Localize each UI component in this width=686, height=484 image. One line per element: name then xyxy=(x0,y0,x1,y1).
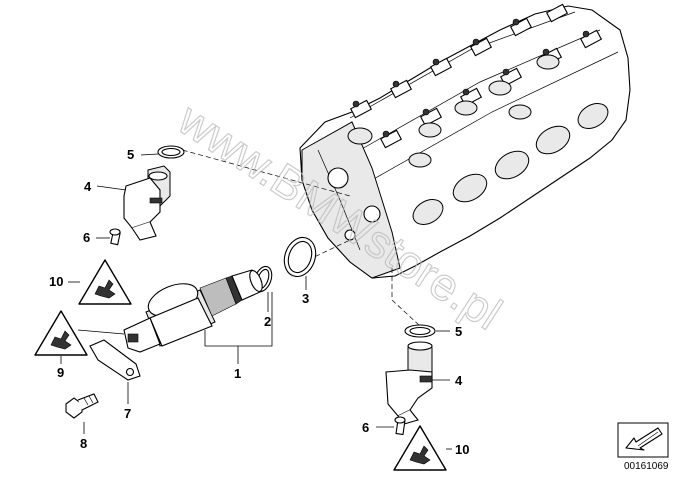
o-ring-large xyxy=(283,236,317,278)
callout-6-lower: 6 xyxy=(362,420,369,435)
camshaft-sensor-lower xyxy=(385,341,433,425)
cylinder-head xyxy=(299,3,631,279)
camshaft-sensor-upper xyxy=(123,165,171,241)
solenoid-valve xyxy=(123,269,263,353)
seal-ring-upper xyxy=(157,145,185,159)
warning-triangle-icon xyxy=(34,310,88,356)
callout-2: 2 xyxy=(264,314,271,329)
callout-5-lower: 5 xyxy=(455,324,462,339)
leader-lines xyxy=(60,153,452,450)
assembly-lines xyxy=(174,147,421,327)
callout-1: 1 xyxy=(234,366,241,381)
callout-4-upper: 4 xyxy=(84,179,92,194)
callout-5-upper: 5 xyxy=(127,147,134,162)
callout-6-upper: 6 xyxy=(83,230,90,245)
bolt xyxy=(65,393,99,419)
callout-4-lower: 4 xyxy=(455,373,463,388)
bracket xyxy=(89,339,141,381)
warning-triangle-icon xyxy=(78,259,132,305)
warning-triangle-icon xyxy=(393,425,447,471)
callouts: 5 4 6 10 9 7 8 1 2 3 5 4 6 10 xyxy=(49,147,469,457)
reference-number: 00161069 xyxy=(624,461,669,472)
callout-10-lower: 10 xyxy=(455,442,469,457)
callout-10-upper: 10 xyxy=(49,274,63,289)
callout-3: 3 xyxy=(302,291,309,306)
seal-ring-lower xyxy=(404,324,436,338)
callout-7: 7 xyxy=(124,406,131,421)
screw-upper xyxy=(109,228,121,246)
screw-lower xyxy=(394,416,406,436)
arrow-down-left-icon xyxy=(625,427,663,451)
callout-8: 8 xyxy=(80,436,87,451)
callout-9: 9 xyxy=(57,365,64,380)
diagram-nav-box[interactable] xyxy=(617,422,669,458)
